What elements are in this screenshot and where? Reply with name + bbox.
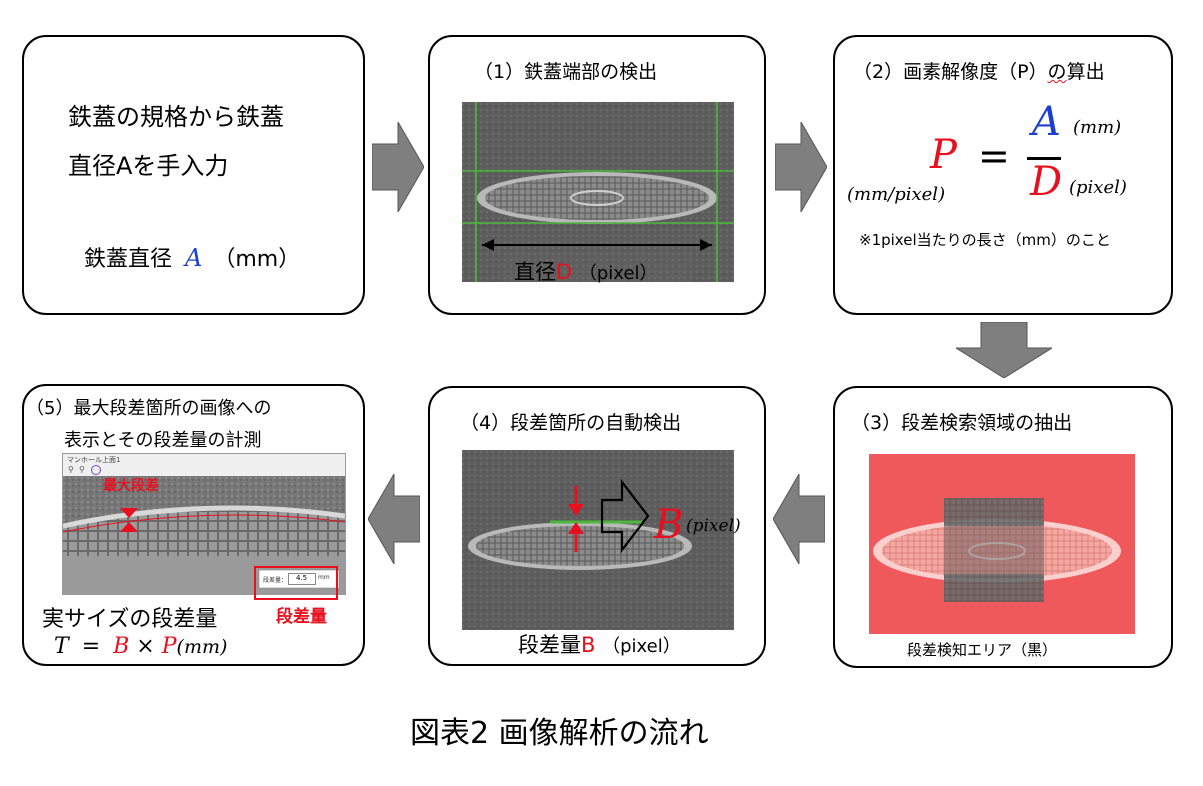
step0-diam-row: 鉄蓋直径 A （mm） [84,241,300,273]
block-arrow-icon [368,474,420,564]
step1-label-unit: （pixel） [578,263,658,284]
step5-title-line2: 表示とその段差量の計測 [64,430,262,451]
step5-real-size-label: 実サイズの段差量 [42,607,218,632]
step2-title-part3: 算出 [1066,61,1105,83]
step0-diam-unit: （mm） [213,247,301,272]
step5-step-amount-label: 段差量 [276,607,327,627]
flow-arrow-down [956,322,1052,378]
block-arrow-icon [773,474,825,564]
step4-label: 段差量B （pixel） [518,629,681,659]
step2-note: ※1pixel当たりの長さ（mm）のこと [859,231,1111,249]
zoom-out-icon[interactable]: ⚲ [79,465,85,474]
step4-label-prefix: 段差量 [518,633,581,657]
step4-label-unit: （pixel） [602,636,681,657]
flow-arrow-left-2 [368,474,420,564]
step3-box: （3）段差検索領域の抽出 段差検知エリア（黒） [833,386,1173,668]
step5-formula-times: × [136,634,155,659]
step5-formula-unit: (mm) [176,636,228,658]
step5-measure-field[interactable]: 4.5 [288,573,316,585]
step4-B: B [654,502,684,548]
fit-icon[interactable] [91,465,101,475]
step2-title-part1: （2）画素解像度（P） [853,61,1048,83]
block-arrow-icon [372,122,424,212]
step0-diam-label: 鉄蓋直径 [84,247,173,272]
figure-caption: 図表2 画像解析の流れ [410,716,709,751]
zoom-in-icon[interactable]: ⚲ [68,465,74,474]
step0-box: 鉄蓋の規格から鉄蓋 直径Aを手入力 鉄蓋直径 A （mm） [22,35,365,315]
step2-title: （2）画素解像度（P）の算出 [853,57,1105,84]
step3-title: （3）段差検索領域の抽出 [851,412,1073,434]
step2-unit-A: (mm) [1073,117,1122,138]
step0-line1: 鉄蓋の規格から鉄蓋 [68,103,284,131]
step5-formula-B: B [113,634,130,659]
step1-photo [462,102,734,282]
step5-formula: T = B × P(mm) [54,634,227,659]
step2-A: A [1032,99,1061,145]
step2-box: （2）画素解像度（P）の算出 P = A D (mm/pixel) (mm) (… [833,35,1173,315]
step4-photo [462,450,734,630]
step1-box: （1）鉄蓋端部の検出 [428,35,766,315]
block-arrow-icon [956,322,1052,378]
step3-photo [869,454,1135,634]
step5-formula-T: T [54,634,69,659]
step2-unit-P: (mm/pixel) [847,184,946,205]
step5-measure-unit: mm [318,574,330,581]
step5-highlight-box [254,566,338,600]
step4-B-unit: (pixel) [686,516,741,536]
step2-fraction-bar [1027,157,1061,160]
step5-formula-eq: = [81,634,101,659]
step5-measure-label: 段差量： [263,577,288,584]
block-arrow-icon [775,122,827,212]
step2-P: P [930,132,957,178]
step5-measure-value: 4.5 [296,574,308,582]
step1-title: （1）鉄蓋端部の検出 [474,61,658,83]
step4-label-var: B [581,633,596,657]
flow-arrow-left-1 [773,474,825,564]
step5-title-line1: （5）最大段差箇所の画像への [26,398,272,419]
flow-arrow-right-2 [775,122,827,212]
step5-screenshot: マンホール上面1 ⚲ ⚲ 最大段差 [62,453,346,595]
step2-unit-D: (pixel) [1069,177,1127,198]
step2-title-part2: の [1047,61,1067,83]
step1-label-var: D [556,260,573,284]
step4-box: （4）段差箇所の自動検出 B (pixel) 段差量B [428,386,766,666]
step5-toolbar: ⚲ ⚲ [66,465,106,475]
step1-label-prefix: 直径 [514,260,556,284]
step5-formula-P: P [161,634,177,659]
step2-equals: = [978,134,1010,178]
step5-window-title: マンホール上面1 [67,456,121,464]
step0-line2: 直径Aを手入力 [68,152,229,180]
step5-box: （5）最大段差箇所の画像への 表示とその段差量の計測 マンホール上面1 ⚲ ⚲ [22,384,365,666]
step4-title: （4）段差箇所の自動検出 [460,412,682,434]
flow-arrow-right-1 [372,122,424,212]
step5-max-step-label: 最大段差 [103,478,159,494]
step2-D: D [1030,159,1063,205]
step1-diameter-label: 直径D （pixel） [514,256,657,286]
step0-diam-var: A [185,244,203,272]
step3-caption: 段差検知エリア（黒） [907,641,1058,659]
